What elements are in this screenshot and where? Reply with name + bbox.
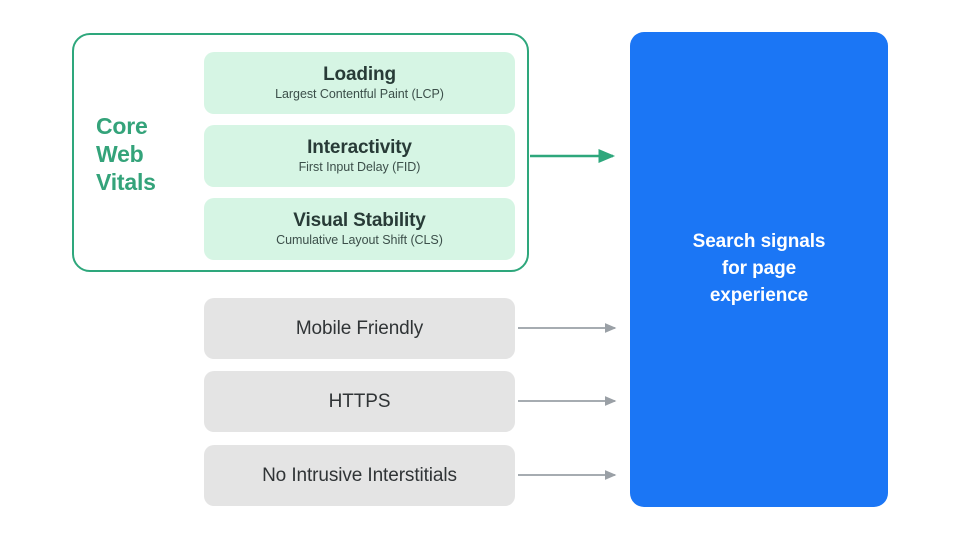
metric-card-visual-stability: Visual Stability Cumulative Layout Shift… [204,198,515,260]
metric-title-loading: Loading [323,63,396,85]
metric-subtitle-interactivity: First Input Delay (FID) [298,160,421,175]
core-web-vitals-group [72,33,529,272]
metric-title-visual-stability: Visual Stability [293,209,426,231]
signal-label-https: HTTPS [328,390,391,412]
signal-box-no-intrusive-interstitials: No Intrusive Interstitials [204,445,515,506]
metric-card-interactivity: Interactivity First Input Delay (FID) [204,125,515,187]
destination-box-label: Search signals for page experience [692,231,826,306]
metric-title-interactivity: Interactivity [307,136,412,158]
signal-label-no-intrusive-interstitials: No Intrusive Interstitials [262,464,457,486]
metric-card-loading: Loading Largest Contentful Paint (LCP) [204,52,515,114]
metric-subtitle-loading: Largest Contentful Paint (LCP) [275,87,444,102]
signal-box-https: HTTPS [204,371,515,432]
metric-subtitle-visual-stability: Cumulative Layout Shift (CLS) [276,233,443,248]
signal-box-mobile-friendly: Mobile Friendly [204,298,515,359]
core-web-vitals-group-label: Core Web Vitals [96,113,156,196]
signal-label-mobile-friendly: Mobile Friendly [295,317,424,339]
destination-box-search-signals: Search signals for page experience [630,32,888,507]
